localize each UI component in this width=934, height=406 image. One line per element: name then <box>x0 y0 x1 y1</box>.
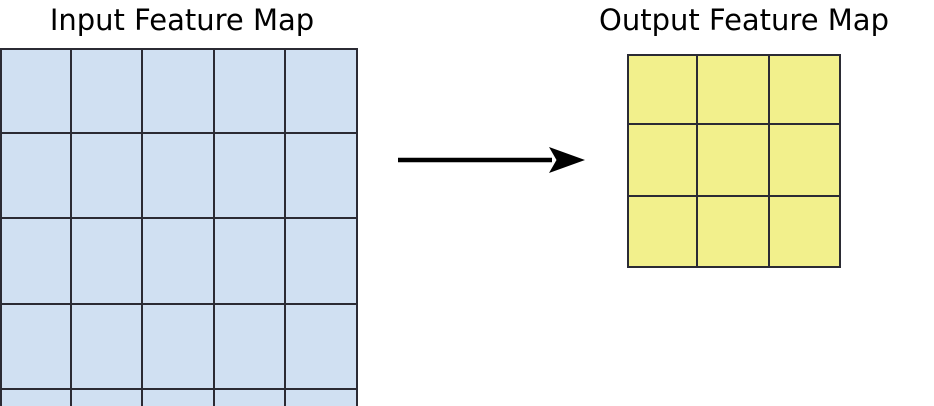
output-cell <box>769 54 841 126</box>
input-cell <box>286 390 358 406</box>
output-cell <box>769 125 841 197</box>
input-cell <box>71 304 143 391</box>
input-cell <box>143 390 215 406</box>
input-cell <box>71 48 143 134</box>
input-cell <box>143 48 215 134</box>
input-cell <box>71 133 143 220</box>
output-cell <box>698 54 770 126</box>
input-cell <box>71 390 143 406</box>
input-feature-map-grid <box>0 48 358 406</box>
input-cell <box>71 219 143 305</box>
input-cell <box>286 219 358 305</box>
input-cell <box>214 133 286 220</box>
input-cell <box>286 304 358 391</box>
output-feature-map-grid <box>627 54 841 268</box>
input-cell <box>214 48 286 134</box>
input-feature-map-title: Input Feature Map <box>49 3 315 37</box>
transform-arrow-icon <box>398 147 585 173</box>
input-cell <box>0 390 72 406</box>
output-cell <box>627 125 699 197</box>
input-cell <box>286 133 358 220</box>
input-cell <box>0 304 72 391</box>
input-cell <box>214 390 286 406</box>
output-feature-map-title: Output Feature Map <box>599 3 889 37</box>
input-cell <box>0 133 72 220</box>
input-cell <box>143 133 215 220</box>
input-cell <box>143 219 215 305</box>
input-cell <box>214 219 286 305</box>
output-cell <box>769 196 841 268</box>
output-cell <box>627 196 699 268</box>
input-cell <box>0 219 72 305</box>
output-cell <box>627 54 699 126</box>
output-cell <box>698 196 770 268</box>
input-cell <box>143 304 215 391</box>
input-cell <box>0 48 72 134</box>
input-cell <box>214 304 286 391</box>
input-cell <box>286 48 358 134</box>
output-cell <box>698 125 770 197</box>
